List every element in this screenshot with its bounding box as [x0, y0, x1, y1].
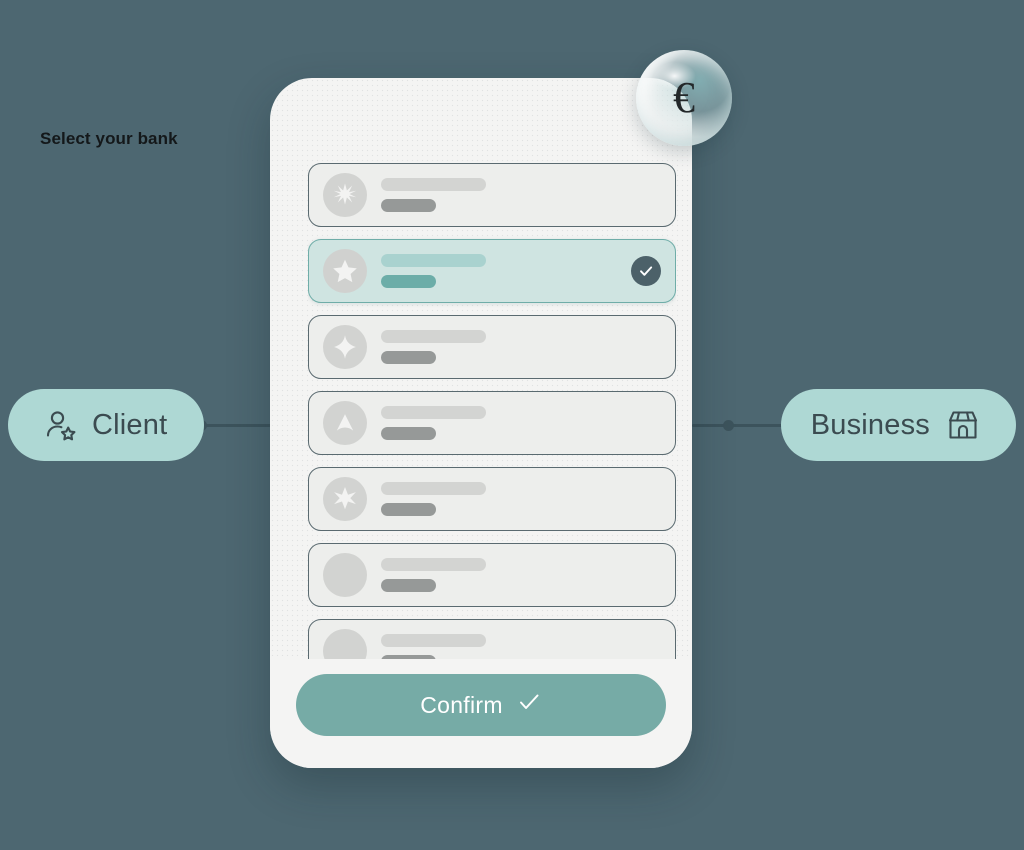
- storefront-icon: [944, 406, 982, 444]
- client-pill-label: Client: [92, 408, 168, 441]
- bank-name-placeholder: [381, 634, 486, 659]
- euro-symbol: €: [673, 73, 695, 122]
- bank-name-placeholder: [381, 406, 486, 440]
- bank-list-item[interactable]: [308, 467, 676, 531]
- blank-circle-icon: [323, 629, 367, 659]
- bank-list-item[interactable]: [308, 619, 676, 659]
- business-pill[interactable]: Business: [781, 389, 1016, 461]
- bank-primary-line: [381, 254, 486, 267]
- bank-name-placeholder: [381, 330, 486, 364]
- euro-bubble-icon: €: [636, 50, 732, 146]
- confirm-button[interactable]: Confirm: [296, 674, 666, 736]
- bank-name-placeholder: [381, 558, 486, 592]
- bank-list-item[interactable]: [308, 239, 676, 303]
- bank-secondary-line: [381, 503, 436, 516]
- bank-secondary-line: [381, 655, 436, 659]
- star-5-point-icon: [323, 249, 367, 293]
- connector-line-right: [692, 424, 784, 427]
- triangle-up-icon: [323, 401, 367, 445]
- bank-secondary-line: [381, 427, 436, 440]
- phone-footer: Confirm: [270, 656, 692, 768]
- bank-list-item[interactable]: [308, 315, 676, 379]
- bank-secondary-line: [381, 579, 436, 592]
- confirm-button-label: Confirm: [420, 691, 503, 718]
- bank-primary-line: [381, 330, 486, 343]
- bank-primary-line: [381, 178, 486, 191]
- business-pill-label: Business: [810, 408, 930, 441]
- blank-circle-icon: [323, 553, 367, 597]
- bank-primary-line: [381, 558, 486, 571]
- bank-secondary-line: [381, 351, 436, 364]
- bank-list-item[interactable]: [308, 543, 676, 607]
- star-6-point-icon: [323, 477, 367, 521]
- bank-secondary-line: [381, 199, 436, 212]
- bank-list-item[interactable]: [308, 163, 676, 227]
- page-title: Select your bank: [40, 129, 178, 148]
- connector-dot-right: [723, 420, 734, 431]
- bank-name-placeholder: [381, 482, 486, 516]
- bank-list-item[interactable]: [308, 391, 676, 455]
- bank-primary-line: [381, 634, 486, 647]
- check-icon: [516, 689, 542, 721]
- bank-list[interactable]: [308, 163, 676, 659]
- client-pill[interactable]: Client: [8, 389, 204, 461]
- connector-line-left: [200, 424, 288, 427]
- sparkle-4-point-icon: [323, 325, 367, 369]
- bank-name-placeholder: [381, 178, 486, 212]
- check-circle-icon: [631, 256, 661, 286]
- bank-primary-line: [381, 482, 486, 495]
- bank-primary-line: [381, 406, 486, 419]
- user-star-icon: [42, 407, 78, 443]
- bank-name-placeholder: [381, 254, 486, 288]
- burst-8-point-icon: [323, 173, 367, 217]
- bank-secondary-line: [381, 275, 436, 288]
